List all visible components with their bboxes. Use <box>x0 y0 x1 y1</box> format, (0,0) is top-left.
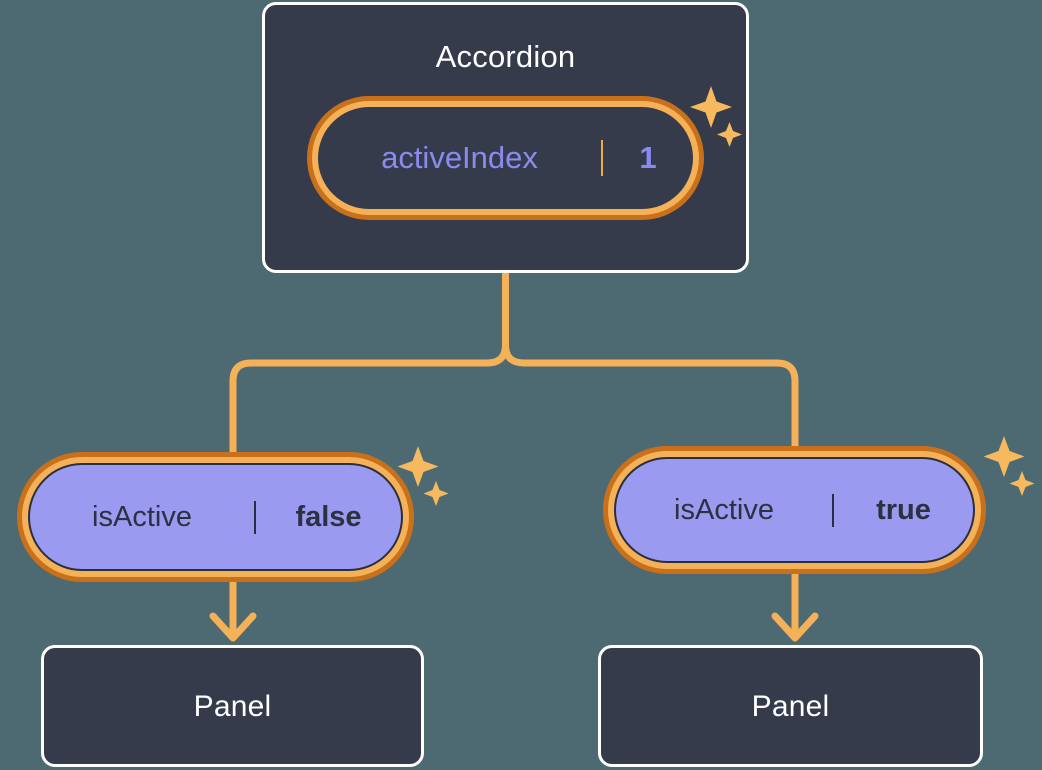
state-hook-key: activeIndex <box>381 140 538 175</box>
state-hook-body: isActive false <box>28 463 403 571</box>
state-hook-value: true <box>832 493 973 527</box>
state-hook-key: isActive <box>674 493 774 526</box>
state-hook-ring: activeIndex 1 <box>312 101 699 215</box>
component-node-panel-left[interactable]: Panel <box>41 645 424 767</box>
state-hook-body: activeIndex 1 <box>318 107 693 209</box>
sparkle-icon-small <box>423 481 449 506</box>
state-hook-value: false <box>254 500 401 534</box>
state-hook-key: isActive <box>92 500 192 533</box>
sparkle-icon-right <box>982 434 1036 507</box>
connector-root-split <box>229 269 509 459</box>
arrow-down-icon-right <box>771 572 819 642</box>
component-title-panel-right: Panel <box>751 690 830 723</box>
connector-root-split-right <box>502 269 799 454</box>
state-hook-is-active-false[interactable]: isActive false <box>17 452 414 582</box>
sparkle-icon-small <box>1009 471 1035 496</box>
state-hook-is-active-true[interactable]: isActive true <box>603 446 986 574</box>
state-hook-body: isActive true <box>614 457 975 563</box>
component-title-accordion: Accordion <box>435 39 576 74</box>
component-node-panel-right[interactable]: Panel <box>598 645 983 767</box>
component-title-panel-left: Panel <box>193 690 272 723</box>
arrow-down-icon-left <box>209 578 257 642</box>
state-hook-active-index[interactable]: activeIndex 1 <box>307 96 704 220</box>
state-hook-value: 1 <box>601 140 693 176</box>
state-hook-ring: isActive true <box>608 451 981 569</box>
state-hook-ring: isActive false <box>22 457 409 577</box>
sparkle-icon-large <box>983 436 1025 477</box>
